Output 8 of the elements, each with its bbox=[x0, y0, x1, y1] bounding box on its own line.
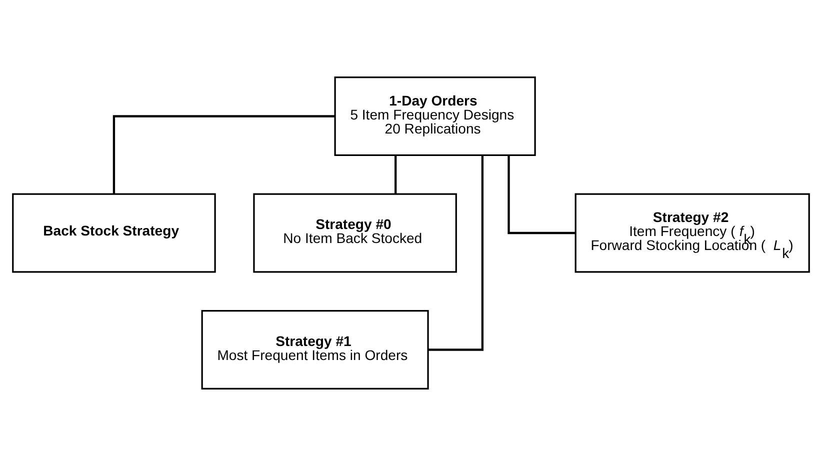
node-box: Back Stock Strategy bbox=[12, 193, 216, 273]
connector bbox=[428, 155, 484, 351]
node-box: Strategy #1 Most Frequent Items in Orders bbox=[201, 310, 429, 390]
connector bbox=[394, 155, 397, 194]
connector bbox=[508, 155, 576, 234]
connector bbox=[112, 115, 335, 194]
node-box: Strategy #0 No Item Back Stocked bbox=[253, 193, 457, 273]
node-box: 1-Day Orders 5 Item Frequency Designs 20 Replications bbox=[334, 76, 536, 156]
